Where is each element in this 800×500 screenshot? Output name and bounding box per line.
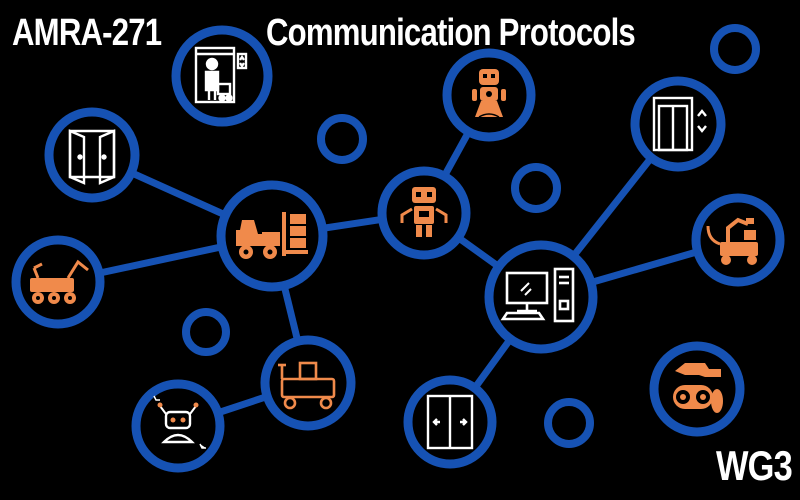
small-robot-icon: [153, 395, 206, 449]
elevator-icon: [652, 96, 707, 152]
node-forklift: [216, 180, 328, 292]
node-small-robot: [131, 379, 225, 473]
node-rover: [11, 235, 105, 329]
lift-with-person-icon: [194, 46, 248, 104]
node-robot-girl: [442, 48, 536, 142]
empty-ring: [182, 308, 230, 356]
computer-icon: [500, 267, 575, 323]
node-computer: [484, 240, 598, 354]
rover-arm-icon: [30, 259, 89, 304]
working-group-label: WG3: [716, 442, 793, 489]
node-robot-arms: [377, 166, 471, 260]
delivery-cart-icon: [278, 361, 336, 410]
node-sliding-door: [403, 375, 497, 469]
tracked-robot-icon: [673, 363, 723, 413]
sliding-door-icon: [426, 394, 474, 450]
forklift-icon: [236, 212, 308, 259]
robot-arm-cart-icon: [706, 217, 758, 265]
node-cart: [260, 335, 356, 431]
node-arm-robot: [691, 193, 785, 287]
double-door-icon: [68, 129, 116, 185]
page-title: Communication Protocols: [266, 12, 636, 54]
service-robot-icon: [472, 69, 506, 118]
humanoid-robot-icon: [400, 187, 448, 237]
node-lift: [171, 25, 273, 127]
empty-ring: [511, 163, 561, 213]
empty-ring: [317, 114, 367, 164]
project-code: AMRA-271: [12, 12, 162, 54]
node-tracked-robot: [649, 341, 745, 437]
empty-ring: [544, 398, 594, 448]
node-doors: [44, 107, 140, 203]
empty-ring: [710, 24, 760, 74]
node-elevator: [630, 76, 726, 172]
